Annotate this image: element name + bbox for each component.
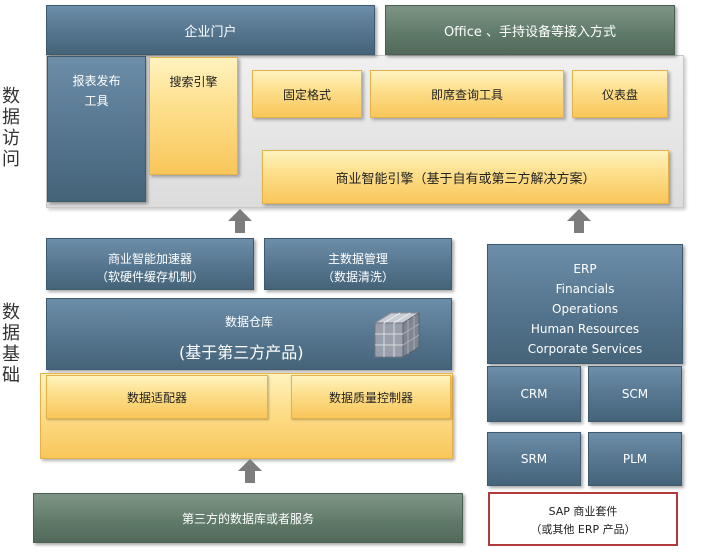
master-data-line2: （数据清洗） [321,270,394,284]
data-foundation-side-label: 数据基础 [0,302,22,386]
data-access-text: 数据访问 [2,86,20,170]
third-party-db-box: 第三方的数据库或者服务 [33,493,463,543]
office-access-box: Office 、手持设备等接入方式 [385,5,675,55]
erp-line: Financials [555,282,615,296]
adhoc-query-label: 即席查询工具 [430,87,503,102]
scm-box: SCM [588,366,682,422]
sap-suite-box: SAP 商业套件 （或其他 ERP 产品） [488,492,678,546]
fixed-format-label: 固定格式 [282,87,331,102]
data-warehouse-box: 数据仓库 (基于第三方产品) [46,298,452,370]
erp-line: Corporate Services [527,342,643,356]
bi-engine-box: 商业智能引擎（基于自有或第三方解决方案） [262,150,669,204]
crm-box: CRM [487,366,581,422]
third-party-product-label: (基于第三方产品) [179,343,304,362]
erp-line: Human Resources [530,322,640,336]
report-publish-line1: 报表发布 [72,74,121,88]
third-party-db-label: 第三方的数据库或者服务 [181,511,314,526]
scm-label: SCM [621,387,649,401]
bi-engine-label: 商业智能引擎（基于自有或第三方解决方案） [335,171,596,187]
bi-accelerator-box: 商业智能加速器 （软硬件缓存机制） [46,238,254,290]
data-quality-controller-label: 数据质量控制器 [328,390,413,405]
plm-label: PLM [622,452,648,466]
enterprise-portal-label: 企业门户 [184,24,237,40]
data-adapter-box: 数据适配器 [46,375,268,419]
up-arrow-icon [228,209,252,233]
search-engine-box: 搜索引擎 [149,57,238,175]
srm-label: SRM [520,452,548,466]
bi-accelerator-line2: （软硬件缓存机制） [95,270,204,284]
up-arrow-icon [567,209,591,233]
data-access-side-label: 数据访问 [0,86,22,170]
report-publish-tool-box: 报表发布 工具 [47,56,146,202]
office-access-label: Office 、手持设备等接入方式 [443,24,617,40]
data-quality-controller-box: 数据质量控制器 [291,375,451,419]
dashboard-box: 仪表盘 [572,70,668,118]
report-publish-line2: 工具 [84,94,109,108]
dashboard-label: 仪表盘 [601,87,638,102]
search-engine-label: 搜索引擎 [169,75,218,89]
data-adapter-label: 数据适配器 [126,390,187,405]
erp-box: ERP Financials Operations Human Resource… [487,244,683,364]
data-foundation-text: 数据基础 [2,302,20,386]
master-data-box: 主数据管理 （数据清洗） [264,238,452,290]
crm-label: CRM [520,387,548,401]
sap-suite-line2: （或其他 ERP 产品） [530,523,636,536]
data-warehouse-label: 数据仓库 [225,315,274,329]
erp-line: ERP [573,262,597,276]
sap-suite-line1: SAP 商业套件 [548,505,618,518]
adhoc-query-box: 即席查询工具 [370,70,564,118]
cube-icon [373,312,421,358]
up-arrow-icon [238,459,262,483]
erp-line: Operations [552,302,618,316]
srm-box: SRM [487,432,581,486]
bi-accelerator-line1: 商业智能加速器 [107,252,192,266]
master-data-line1: 主数据管理 [327,252,388,266]
plm-box: PLM [588,432,682,486]
fixed-format-box: 固定格式 [252,70,362,118]
enterprise-portal-box: 企业门户 [46,5,375,55]
